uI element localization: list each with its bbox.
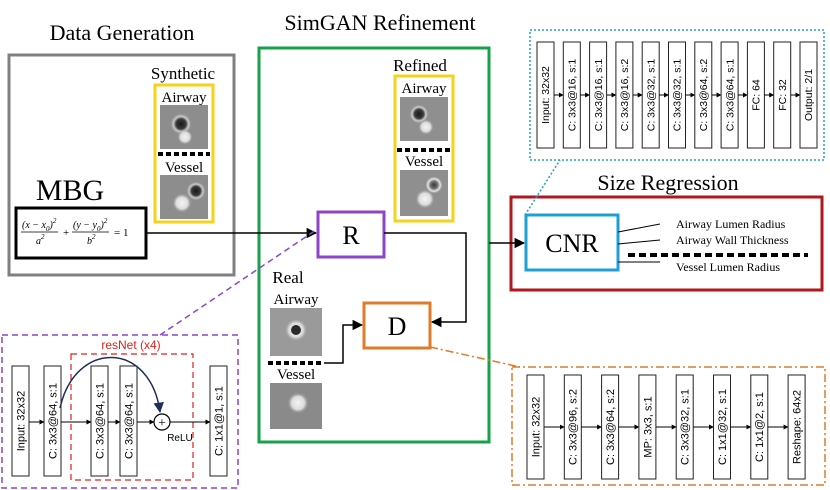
arrow-r-to-d bbox=[384, 232, 467, 328]
cnr-layer-label-7: C: 3x3@64, s:1 bbox=[724, 59, 736, 132]
d-layer-label-4: C: 3x3@32, s:1 bbox=[680, 389, 692, 465]
cnr-layer-label-5: C: 3x3@32, s:1 bbox=[672, 59, 684, 132]
cnr-layer-label-10: Output: 2/1 bbox=[803, 69, 815, 121]
d-layer-box-7 bbox=[787, 374, 806, 480]
svg-text:a2: a2 bbox=[36, 233, 45, 247]
svg-text:Vessel: Vessel bbox=[405, 154, 443, 170]
svg-text:Vessel: Vessel bbox=[165, 160, 203, 176]
discriminator-label: D bbox=[388, 312, 407, 341]
resnet-block-box bbox=[70, 353, 194, 481]
d-layer-label-6: C: 1x1@2, s:1 bbox=[754, 392, 766, 462]
cnr-label: CNR bbox=[545, 229, 599, 258]
svg-text:Airway: Airway bbox=[274, 292, 319, 308]
regression-outputs: Airway Lumen Radius Airway Wall Thicknes… bbox=[617, 217, 808, 274]
residual-plus: + bbox=[158, 416, 166, 431]
refined-patches: Airway Vessel bbox=[393, 74, 455, 223]
discriminator-detail-connector bbox=[429, 346, 521, 368]
d-layer-label-2: C: 3x3@64, s:2 bbox=[605, 389, 617, 465]
refined-label: Refined bbox=[393, 56, 447, 75]
svg-text:= 1: = 1 bbox=[114, 227, 128, 239]
cnr-layer-label-0: Input: 32x32 bbox=[540, 66, 552, 124]
refiner-detail-box bbox=[1, 334, 239, 489]
mbg-label: MBG bbox=[36, 174, 104, 207]
size-regression-title: Size Regression bbox=[597, 170, 738, 195]
cnr-node bbox=[524, 213, 620, 272]
data-generation-title: Data Generation bbox=[50, 20, 195, 45]
refiner-detail-connector bbox=[159, 229, 317, 336]
cnr-layer-box-10 bbox=[799, 41, 818, 149]
d-layer-label-7: Reshape: 64x2 bbox=[791, 390, 803, 464]
svg-text:Vessel: Vessel bbox=[277, 367, 315, 383]
svg-text:(x − x0)2: (x − x0)2 bbox=[22, 217, 57, 233]
refiner-layer-stack: Input: 32x32 C: 3x3@64, s:1 C: 3x3@64, s:1… bbox=[11, 365, 228, 477]
simgan-title: SimGAN Refinement bbox=[284, 10, 475, 35]
svg-text:Airway: Airway bbox=[162, 90, 207, 106]
svg-text:(y − y0)2: (y − y0)2 bbox=[73, 217, 108, 233]
cnr-layer-stack: Input: 32x32 C: 3x3@16, s:1 C: 3x3@16, s:1… bbox=[536, 41, 818, 149]
cnr-layer-label-9: FC: 32 bbox=[777, 79, 789, 111]
r-layer-label-4: C: 1x1@1, s:1 bbox=[214, 386, 226, 456]
cnr-detail-connector bbox=[524, 159, 561, 216]
cnr-layer-label-2: C: 3x3@16, s:1 bbox=[593, 59, 605, 132]
arrow-real-to-d bbox=[324, 319, 364, 364]
d-layer-label-5: C: 1x1@32, s:1 bbox=[717, 389, 729, 465]
svg-text:Airway: Airway bbox=[402, 81, 447, 97]
discriminator-detail-box bbox=[511, 366, 826, 486]
r-layer-label-0: Input: 32x32 bbox=[16, 391, 28, 452]
real-patches: Airway Vessel bbox=[267, 289, 325, 429]
cnr-layer-label-3: C: 3x3@16, s:2 bbox=[619, 59, 631, 132]
d-layer-label-0: Input: 32x32 bbox=[530, 397, 542, 458]
output-airway-wall: Airway Wall Thickness bbox=[676, 233, 789, 247]
relu-label: ReLU bbox=[167, 433, 193, 444]
svg-text:b2: b2 bbox=[87, 233, 96, 247]
resnet-label: resNet (x4) bbox=[101, 338, 160, 352]
output-airway-lumen: Airway Lumen Radius bbox=[676, 217, 786, 231]
cnr-layer-label-4: C: 3x3@32, s:1 bbox=[645, 59, 657, 132]
svg-text:+: + bbox=[63, 227, 69, 239]
r-layer-box-0 bbox=[11, 365, 30, 477]
synthetic-patches: Airway Vessel bbox=[153, 83, 215, 224]
r-layer-label-2: C: 3x3@64, s:1 bbox=[95, 383, 107, 459]
real-label: Real bbox=[272, 268, 303, 287]
refiner-node bbox=[316, 210, 386, 259]
d-layer-label-1: C: 3x3@96, s:2 bbox=[568, 389, 580, 465]
d-layer-label-3: MP: 3x3, s:1 bbox=[642, 396, 654, 457]
cnr-layer-label-6: C: 3x3@64, s:2 bbox=[698, 59, 710, 132]
discriminator-node bbox=[362, 301, 432, 350]
skip-connection bbox=[59, 356, 164, 414]
r-layer-label-1: C: 3x3@64, s:1 bbox=[48, 383, 60, 459]
output-vessel-lumen: Vessel Lumen Radius bbox=[676, 260, 780, 274]
ellipse-equation: (x − x0)2 a2 + (y − y0)2 b2 = 1 bbox=[14, 206, 148, 260]
cnr-layer-label-8: FC: 64 bbox=[751, 79, 763, 111]
simgan-box bbox=[257, 46, 491, 444]
residual-add-icon bbox=[153, 413, 171, 431]
data-generation-box bbox=[7, 53, 236, 277]
synthetic-label: Synthetic bbox=[151, 64, 216, 83]
discriminator-layer-stack: Input: 32x32 C: 3x3@96, s:2 C: 3x3@64, s:2… bbox=[526, 374, 806, 480]
refiner-label: R bbox=[342, 221, 360, 250]
cnr-layer-label-1: C: 3x3@16, s:1 bbox=[566, 59, 578, 132]
r-layer-label-3: C: 3x3@64, s:1 bbox=[124, 383, 136, 459]
